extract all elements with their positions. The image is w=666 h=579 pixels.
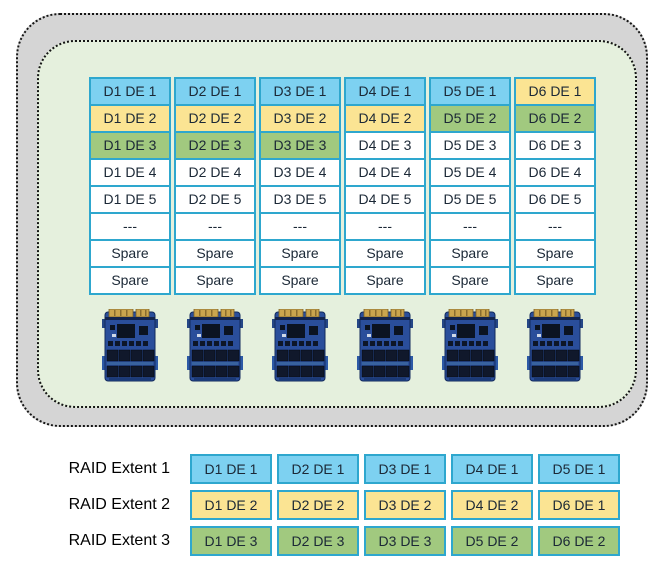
- raid-extent-cell: D3 DE 1: [364, 454, 446, 484]
- drive-extent-cell: D6 DE 4: [516, 160, 594, 187]
- ssd-drive-icon: [442, 309, 498, 382]
- ssd-drive-icon: [357, 309, 413, 382]
- ssd-drive-icon: [272, 309, 328, 382]
- raid-extent-cell: D5 DE 1: [538, 454, 620, 484]
- drive-extent-cell: Spare: [91, 268, 169, 293]
- raid-extent-cell: D5 DE 2: [451, 526, 533, 556]
- drive-extent-cell: D3 DE 4: [261, 160, 339, 187]
- ssd-slot: [344, 309, 426, 383]
- drive-extent-cell: D1 DE 5: [91, 187, 169, 214]
- drive-extent-cell: D1 DE 2: [91, 106, 169, 133]
- drive-extent-cell: D1 DE 4: [91, 160, 169, 187]
- drive-extent-cell: D1 DE 3: [91, 133, 169, 160]
- drive-extent-cell: Spare: [431, 268, 509, 293]
- drive-extent-cell: D6 DE 2: [516, 106, 594, 133]
- raid-extent-label: RAID Extent 3: [68, 532, 170, 549]
- ssd-slot: [259, 309, 341, 383]
- raid-extent-cell: D3 DE 3: [364, 526, 446, 556]
- drive-extent-cell: Spare: [176, 241, 254, 268]
- raid-extent-cell: D2 DE 1: [277, 454, 359, 484]
- drive-extent-cell: D6 DE 5: [516, 187, 594, 214]
- drive-extent-cell: D1 DE 1: [91, 79, 169, 106]
- raid-extent-cell: D2 DE 2: [277, 490, 359, 520]
- drive-extent-cell: D4 DE 5: [346, 187, 424, 214]
- raid-extent-cell: D4 DE 1: [451, 454, 533, 484]
- raid-extent-cell: D3 DE 2: [364, 490, 446, 520]
- raid-extent-cell: D1 DE 1: [190, 454, 272, 484]
- drive-extent-cell: D3 DE 5: [261, 187, 339, 214]
- drive-extent-cell: D3 DE 2: [261, 106, 339, 133]
- drive-extent-cell: ---: [431, 214, 509, 241]
- drive-extent-cell: D6 DE 1: [516, 79, 594, 106]
- raid-extent-cell: D6 DE 2: [538, 526, 620, 556]
- drive-extent-cell: D2 DE 4: [176, 160, 254, 187]
- drive-extent-cell: ---: [176, 214, 254, 241]
- ssd-drive-icon: [187, 309, 243, 382]
- drive-extent-cell: D6 DE 3: [516, 133, 594, 160]
- drive-extent-cell: ---: [91, 214, 169, 241]
- drive-extent-cell: D5 DE 1: [431, 79, 509, 106]
- drive-extent-cell: D3 DE 1: [261, 79, 339, 106]
- drive-extent-cell: ---: [261, 214, 339, 241]
- raid-extent-cell: D6 DE 1: [538, 490, 620, 520]
- drive-extent-cell: D4 DE 3: [346, 133, 424, 160]
- drive-extent-cell: Spare: [431, 241, 509, 268]
- drive-extent-cell: D2 DE 3: [176, 133, 254, 160]
- raid-extent-cell: D2 DE 3: [277, 526, 359, 556]
- drive-extent-cell: D3 DE 3: [261, 133, 339, 160]
- raid-extent-label: RAID Extent 2: [68, 496, 170, 513]
- raid-extent-cell: D1 DE 2: [190, 490, 272, 520]
- drive-extent-cell: ---: [516, 214, 594, 241]
- ssd-slot: [514, 309, 596, 383]
- ssd-drive-icon: [102, 309, 158, 382]
- ssd-slot: [89, 309, 171, 383]
- drive-extent-cell: Spare: [176, 268, 254, 293]
- drive-extent-cell: ---: [346, 214, 424, 241]
- raid-extent-cell: D4 DE 2: [451, 490, 533, 520]
- drive-extent-cell: Spare: [516, 268, 594, 293]
- drive-extent-cell: D5 DE 2: [431, 106, 509, 133]
- drive-extent-cell: D2 DE 5: [176, 187, 254, 214]
- drive-extent-cell: Spare: [516, 241, 594, 268]
- drive-extent-cell: Spare: [261, 241, 339, 268]
- drive-extent-cell: D2 DE 2: [176, 106, 254, 133]
- raid-extent-cell: D1 DE 3: [190, 526, 272, 556]
- drive-extent-cell: Spare: [346, 268, 424, 293]
- drive-extent-cell: Spare: [346, 241, 424, 268]
- ssd-drive-row: [89, 309, 596, 383]
- ssd-drive-icon: [527, 309, 583, 382]
- drive-extent-cell: D5 DE 4: [431, 160, 509, 187]
- raid-extent-label: RAID Extent 1: [68, 460, 170, 477]
- drive-extent-cell: D4 DE 4: [346, 160, 424, 187]
- drive-extent-cell: D4 DE 2: [346, 106, 424, 133]
- drive-extent-cell: D5 DE 5: [431, 187, 509, 214]
- drive-extent-cell: D5 DE 3: [431, 133, 509, 160]
- drive-extent-cell: D2 DE 1: [176, 79, 254, 106]
- drive-extent-cell: Spare: [261, 268, 339, 293]
- ssd-slot: [174, 309, 256, 383]
- drive-extent-cell: Spare: [91, 241, 169, 268]
- drive-extent-cell: D4 DE 1: [346, 79, 424, 106]
- ssd-slot: [429, 309, 511, 383]
